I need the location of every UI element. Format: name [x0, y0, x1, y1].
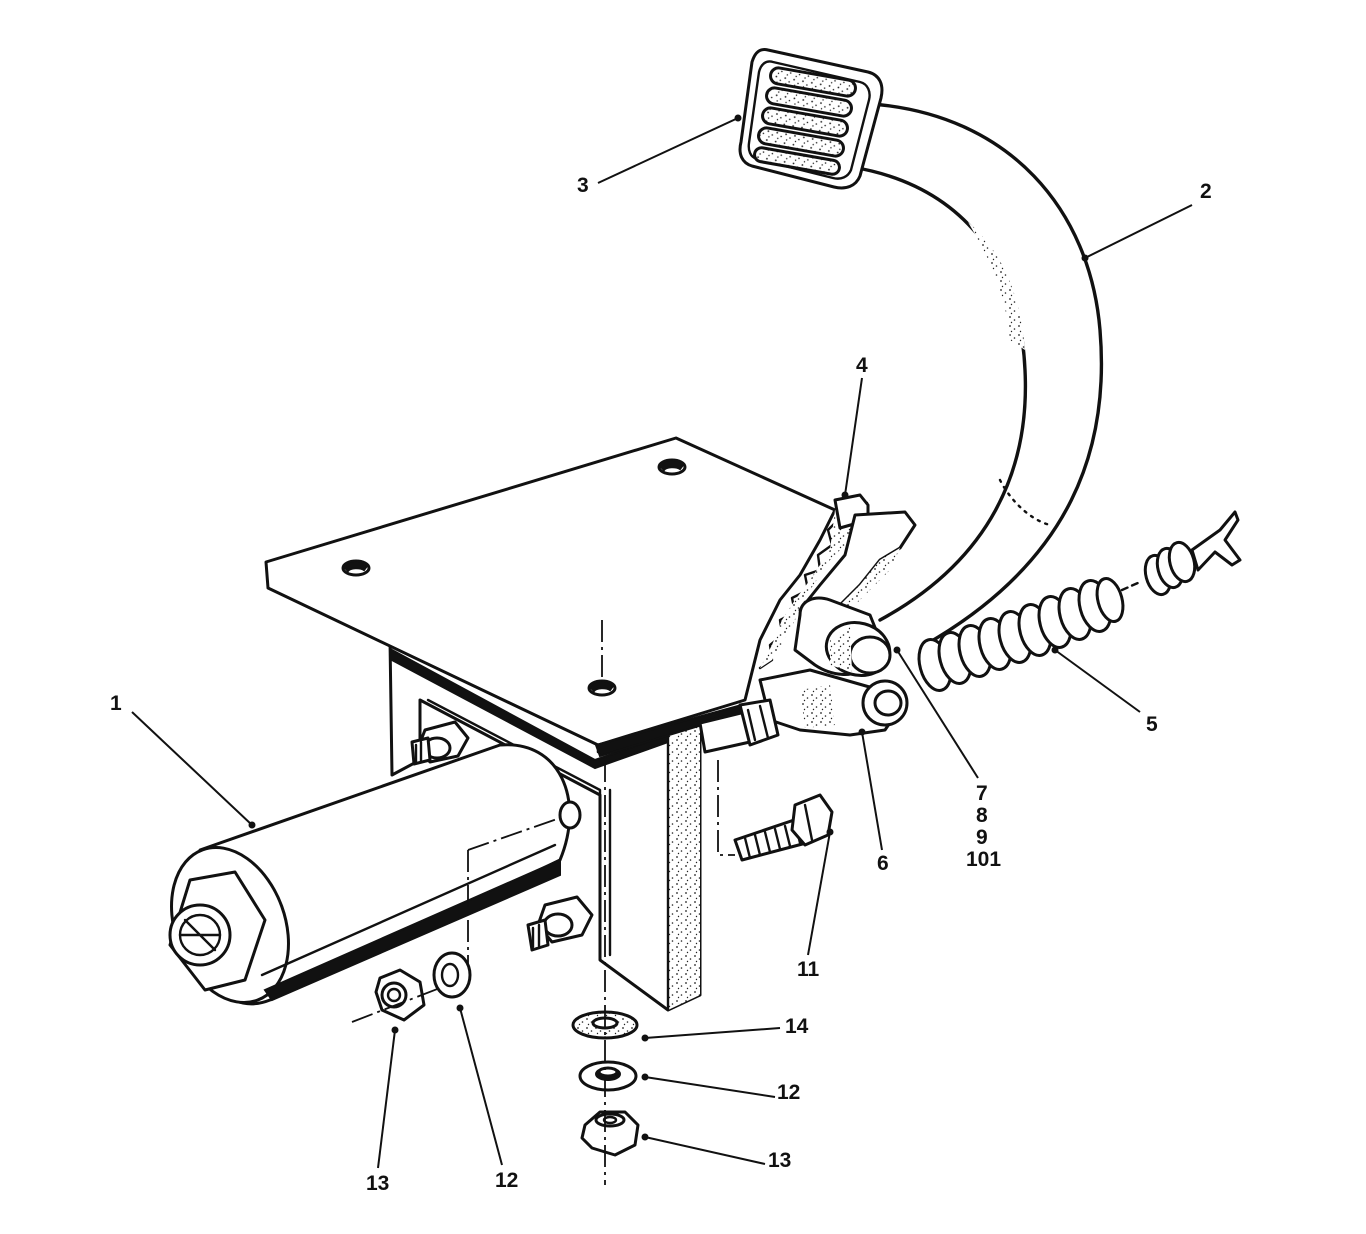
callout-12-left: 12	[495, 1169, 518, 1192]
callout-9: 9	[976, 826, 988, 849]
assembly-lines	[351, 620, 735, 1185]
pedal-arm	[850, 102, 1104, 644]
callout-4: 4	[856, 354, 868, 377]
left-nut-and-washer	[374, 951, 472, 1022]
bracket-studs	[410, 720, 594, 952]
callout-14: 14	[785, 1015, 809, 1038]
callout-labels: 1 2 3 4 5 6 7 8 9 101 11 14 12 13 13 12	[110, 174, 1212, 1195]
leader-lines	[131, 114, 1193, 1169]
callout-2: 2	[1200, 180, 1212, 203]
callout-3: 3	[577, 174, 589, 197]
return-spring	[917, 510, 1242, 692]
callout-7: 7	[976, 782, 988, 805]
pedal-pivot	[793, 493, 917, 677]
callout-13-left: 13	[366, 1172, 389, 1195]
callout-13-right: 13	[768, 1149, 791, 1172]
callout-8: 8	[976, 804, 988, 827]
clevis-pushrod	[698, 668, 909, 754]
callout-10: 101	[966, 848, 1001, 871]
bottom-fastener-stack	[571, 1010, 640, 1157]
bolt	[733, 793, 834, 862]
callout-11: 11	[797, 958, 820, 981]
callout-1: 1	[110, 692, 122, 715]
mounting-plate	[264, 436, 870, 758]
callout-6: 6	[877, 852, 889, 875]
master-cylinder	[168, 743, 582, 1006]
callout-12-right: 12	[777, 1081, 800, 1104]
pedal-pad	[738, 48, 884, 190]
callout-5: 5	[1146, 713, 1158, 736]
